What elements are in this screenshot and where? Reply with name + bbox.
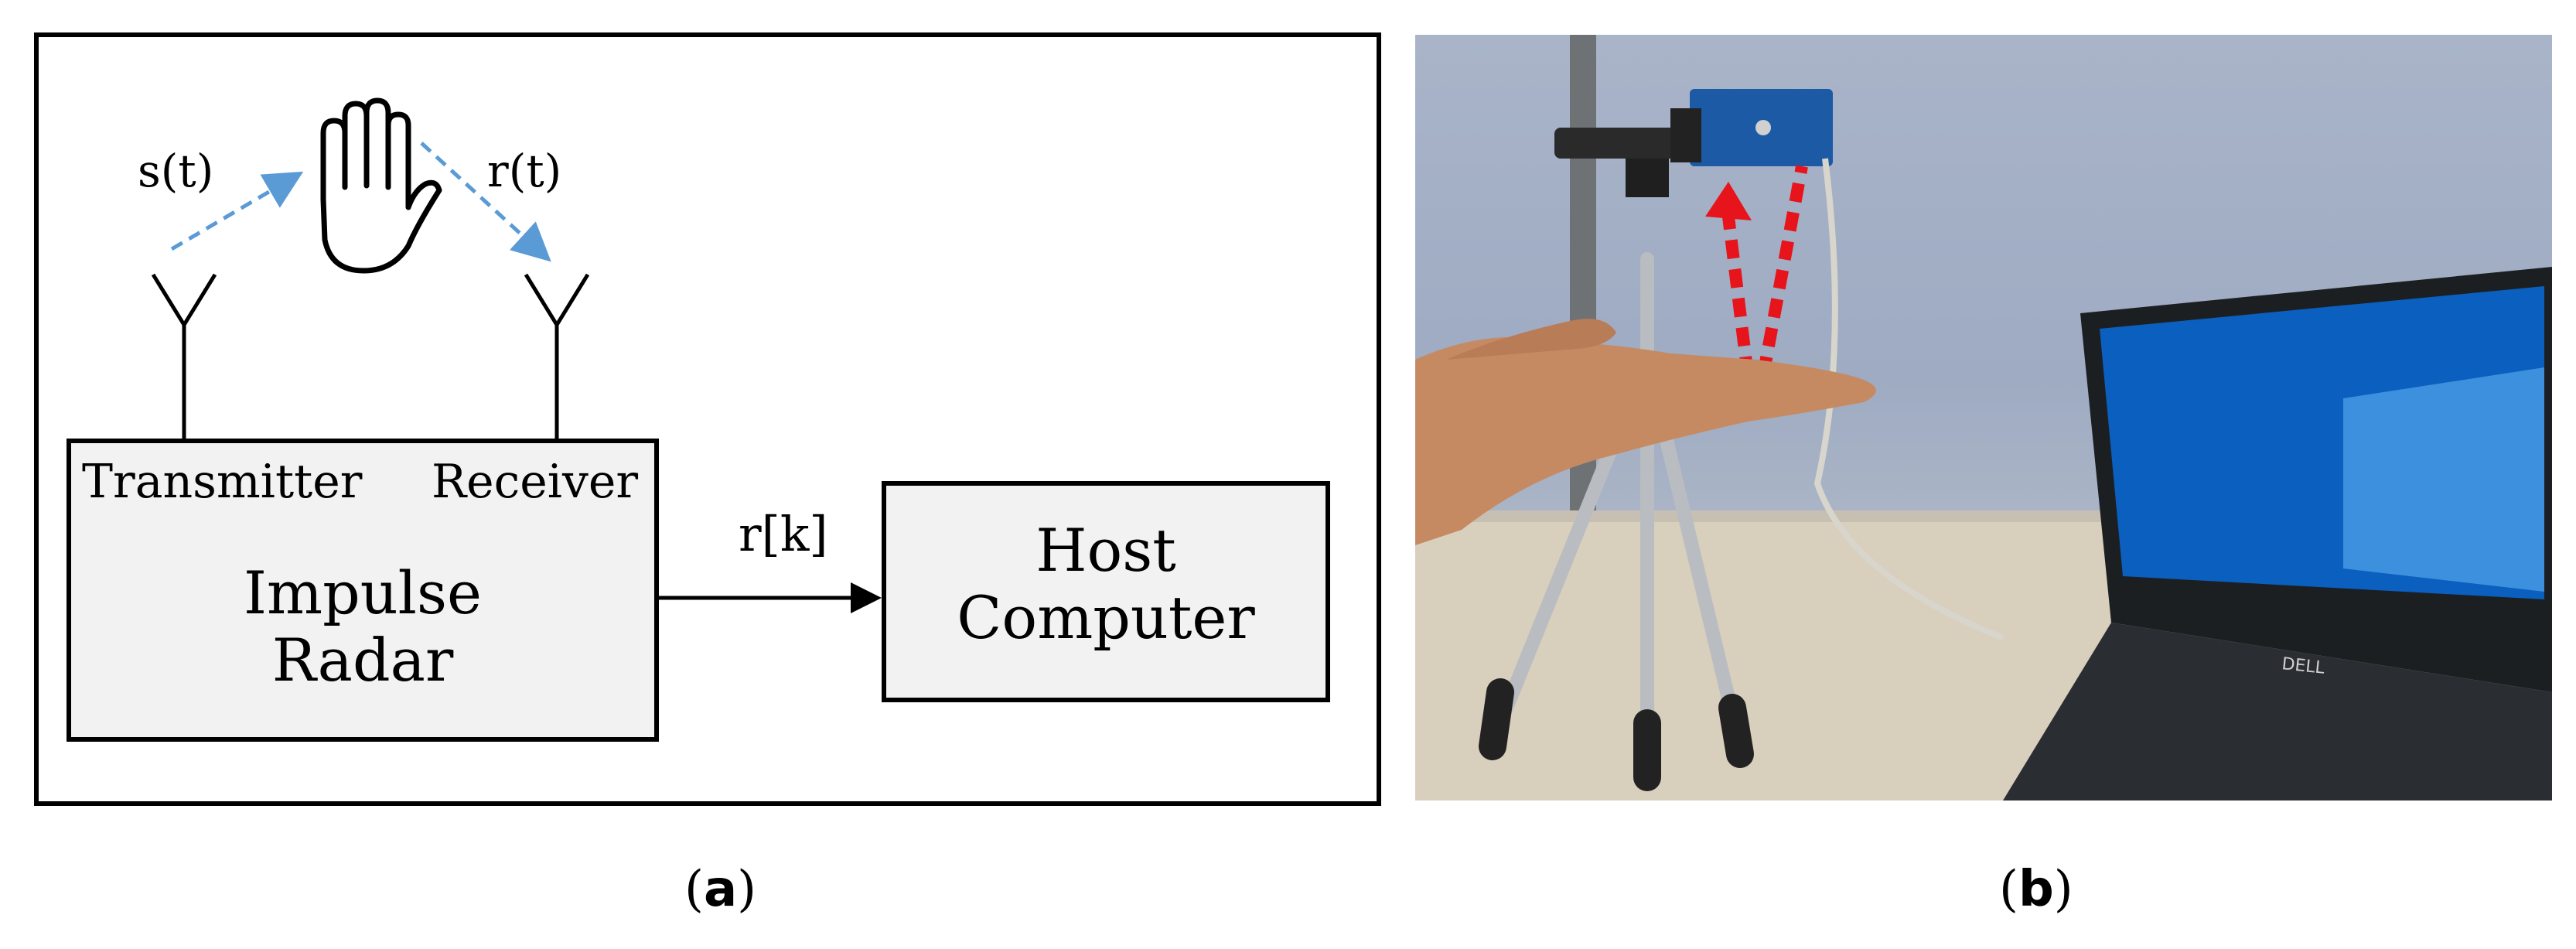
reflected-signal-label: r(t) [487, 145, 562, 197]
caption-b: (b) [1999, 861, 2073, 918]
transmit-signal-arrow [170, 171, 304, 251]
host-computer-box: Host Computer [882, 481, 1330, 702]
hand-icon [320, 97, 442, 274]
hand [1415, 336, 1876, 545]
laptop-brand: DELL [2281, 654, 2325, 678]
radar-sensor [1670, 89, 1833, 166]
reflected-signal-arrow [420, 142, 551, 262]
caption-a: (a) [684, 861, 757, 918]
impulse-radar-line1: Impulse [244, 558, 482, 627]
radar-setup-photo-illustration: DELL [1415, 35, 2552, 801]
receiver-label: Receiver [432, 455, 639, 509]
laptop: DELL [2003, 267, 2552, 801]
transmit-antenna-icon [151, 273, 217, 441]
receive-antenna-icon [524, 273, 590, 441]
transmitter-label: Transmitter [82, 455, 363, 509]
impulse-radar-box: Transmitter Receiver Impulse Radar [67, 439, 659, 742]
impulse-radar-title: Impulse Radar [71, 559, 654, 695]
host-computer-line2: Computer [957, 583, 1255, 653]
radar-beam-arrows [1722, 165, 1808, 377]
caption-b-letter: b [2018, 861, 2054, 918]
radar-cable [1813, 158, 2005, 641]
panel-b-photo: DELL [1415, 35, 2552, 801]
data-link-label: r[k] [739, 506, 828, 562]
host-computer-line1: Host [1036, 516, 1176, 585]
transmit-signal-label: s(t) [138, 145, 214, 197]
caption-a-letter: a [703, 861, 738, 918]
host-computer-title: Host Computer [886, 517, 1326, 652]
impulse-radar-line2: Radar [271, 626, 454, 695]
